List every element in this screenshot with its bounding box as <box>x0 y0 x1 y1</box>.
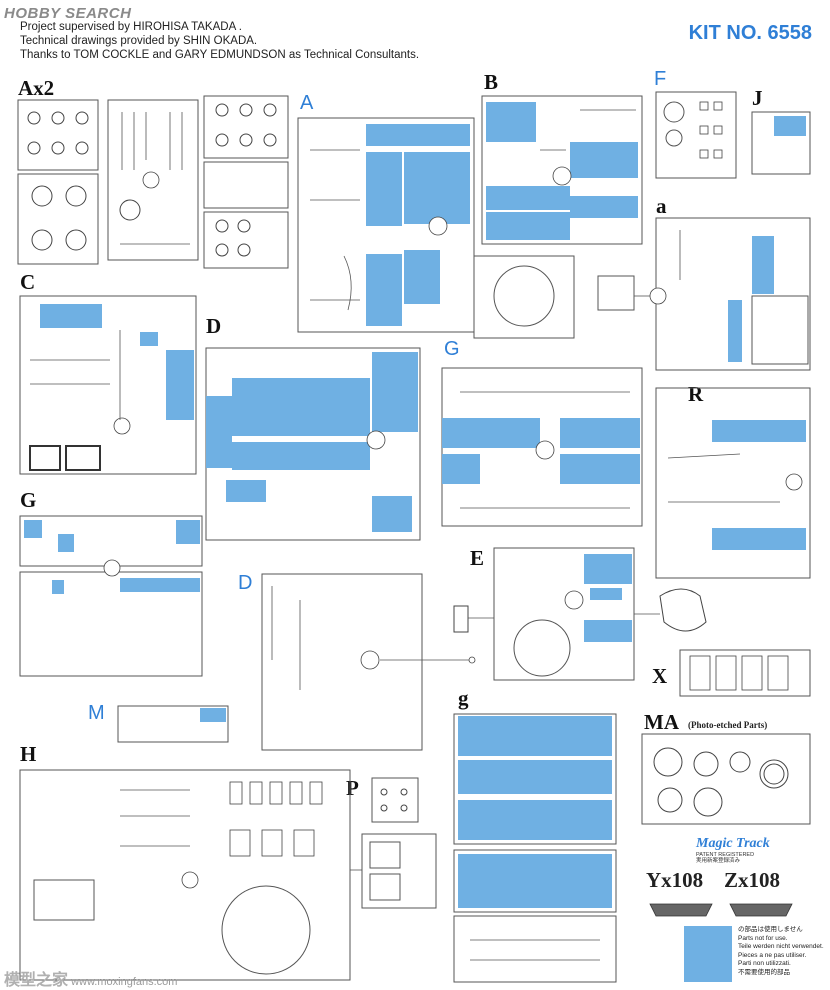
sprue-e <box>453 547 707 681</box>
credit-line-1: Project supervised by HIROHISA TAKADA . <box>20 21 242 33</box>
label-ma-note: (Photo-etched Parts) <box>688 720 768 730</box>
watermark: 模型之家 www.moxingfans.com <box>4 966 177 990</box>
label-ma: MA <box>644 710 679 734</box>
track-y-count: Yx108 <box>646 868 704 892</box>
label-e: E <box>470 546 485 570</box>
logo-text: HOBBY SEARCH <box>4 4 132 22</box>
unused-parts-legend: の部品は使用しません Parts not for use. Teile werd… <box>738 926 824 977</box>
sprue-f <box>655 91 737 179</box>
legend-line-cn: 不需要使用的部品 <box>738 968 790 976</box>
legend-line-en: Parts not for use. <box>738 934 788 942</box>
label-b: B <box>484 70 499 94</box>
sprue-p <box>371 777 419 823</box>
sprue-g-blue <box>441 367 643 527</box>
legend-line-fr: Pieces a ne pas utiliser. <box>738 951 807 959</box>
credit-line-2: Technical drawings provided by SHIN OKAD… <box>20 35 258 47</box>
label-ax2: Ax2 <box>18 76 55 100</box>
label-g-lower: g <box>458 686 469 710</box>
sprue-x <box>679 649 811 697</box>
label-c: C <box>20 270 36 294</box>
label-f-blue: F <box>654 68 667 90</box>
label-j: J <box>752 86 763 110</box>
sprue-d-blue <box>261 573 476 751</box>
label-x: X <box>652 664 668 688</box>
magic-track-brand: Magic Track <box>696 836 770 851</box>
label-m-blue: M <box>88 702 105 724</box>
patent-text: PATENT REGISTERED <box>696 852 755 858</box>
label-g-blue: G <box>444 338 460 360</box>
sprue-a <box>297 117 575 339</box>
sprue-r <box>655 387 811 579</box>
label-a-blue: A <box>300 92 314 114</box>
sprue-a-lower <box>597 217 811 371</box>
hobby-search-logo: HOBBY SEARCH <box>4 4 131 22</box>
legend-line-de: Teile werden nicht verwendet. <box>738 943 824 950</box>
label-d: D <box>206 314 222 338</box>
label-g: G <box>20 488 37 512</box>
sprue-c <box>19 295 197 475</box>
magic-track-block: Magic Track PATENT REGISTERED 実用新案登録済み <box>696 836 786 864</box>
watermark-url: www.moxingfans.com <box>71 976 178 988</box>
sprue-ma <box>641 733 811 825</box>
label-p: P <box>346 776 359 800</box>
label-a-lower: a <box>656 194 667 218</box>
label-h: H <box>20 742 37 766</box>
track-z-count: Zx108 <box>724 868 781 892</box>
label-d-blue: D <box>238 572 253 594</box>
legend-line-it: Parti non utilizzati. <box>738 960 791 967</box>
credits-block: Project supervised by HIROHISA TAKADA . … <box>20 20 419 62</box>
patent-text-jp: 実用新案登録済み <box>696 858 741 864</box>
sprue-g <box>19 515 203 677</box>
unused-parts-swatch <box>684 926 732 982</box>
sprue-g-lower <box>453 713 617 983</box>
kit-number: KIT NO. 6558 <box>688 22 812 44</box>
watermark-cn: 模型之家 <box>4 972 69 989</box>
sprue-j <box>751 111 811 175</box>
sprue-b <box>481 95 643 245</box>
sprue-m <box>117 705 229 743</box>
sprue-d <box>205 347 421 541</box>
sprue-ax2 <box>17 95 289 269</box>
legend-line-jp: の部品は使用しません <box>738 926 803 933</box>
sprue-h <box>19 769 437 981</box>
credit-line-3: Thanks to TOM COCKLE and GARY EDMUNDSON … <box>20 49 420 61</box>
track-pieces <box>649 903 793 917</box>
